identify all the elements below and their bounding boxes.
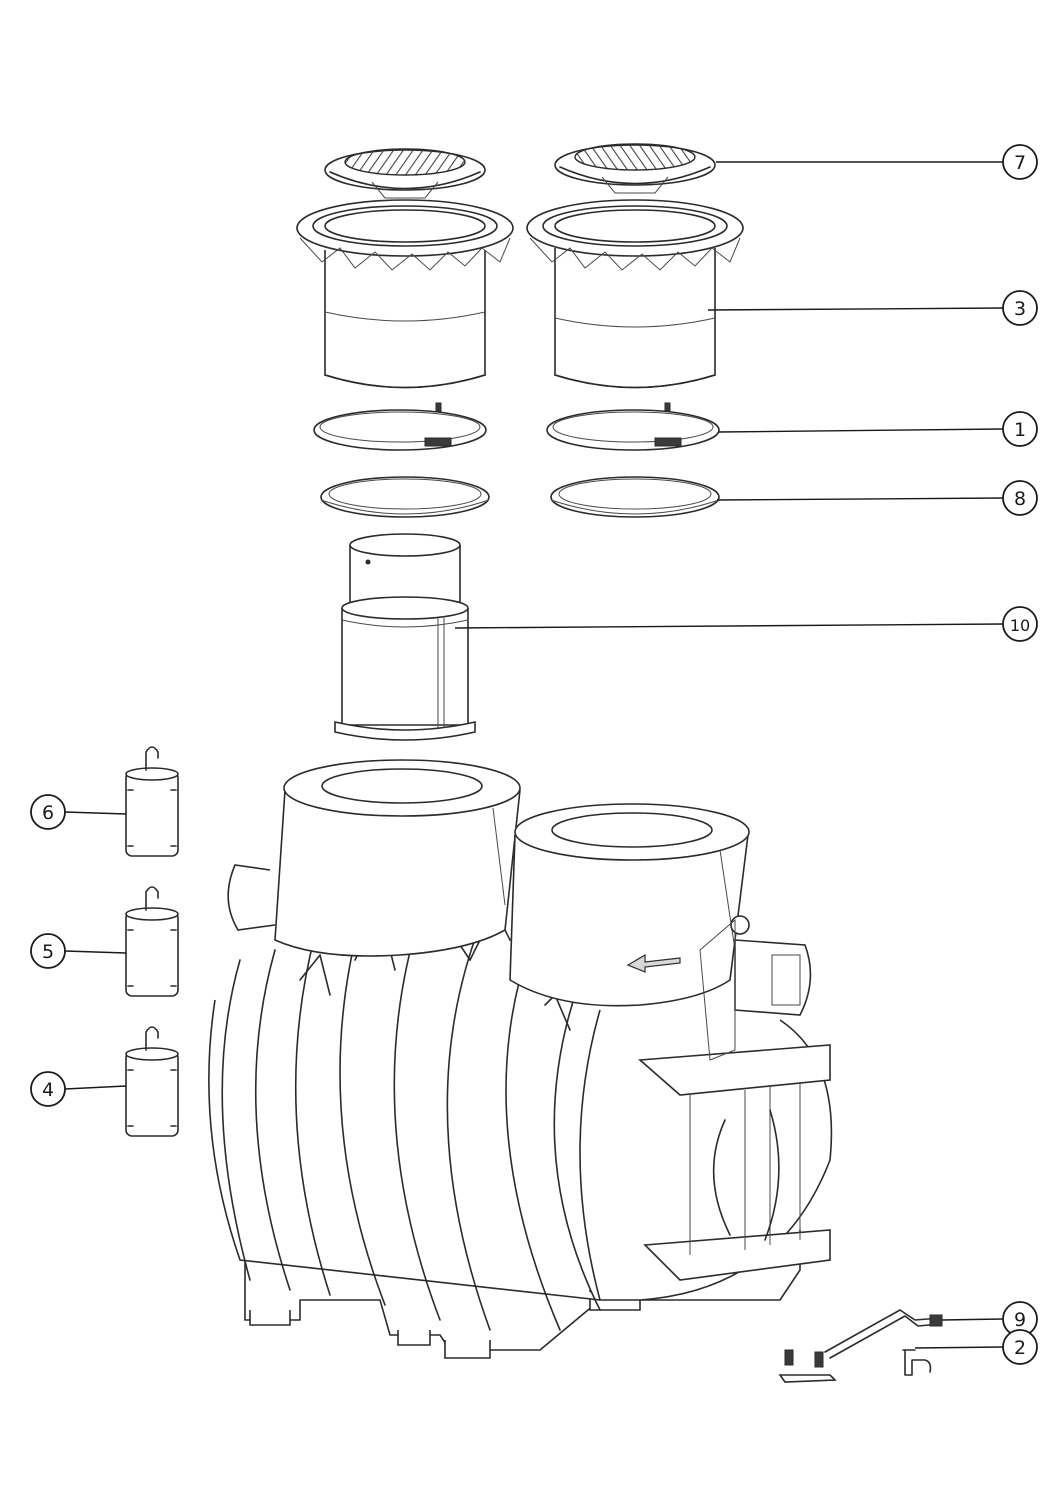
seal-ring-left [320, 476, 490, 518]
callout-4-label: 4 [42, 1079, 54, 1101]
clamping-ring-right [546, 402, 720, 451]
callout-8: 8 [716, 480, 1038, 516]
callout-9: 9 [941, 1301, 1038, 1337]
drain-tap [902, 1349, 932, 1376]
callout-2: 2 [914, 1329, 1038, 1365]
tank-body [208, 759, 833, 1359]
callout-3: 3 [707, 290, 1038, 326]
telescopic-shaft-right [526, 199, 744, 389]
callout-7-label: 7 [1014, 152, 1026, 174]
grate-cover-right [554, 143, 716, 194]
callout-9-label: 9 [1014, 1309, 1026, 1331]
callout-5-label: 5 [42, 941, 54, 963]
extension-pipe [334, 533, 476, 741]
clamping-ring-left [313, 402, 487, 451]
callout-6: 6 [30, 794, 127, 830]
seal-ring-right [550, 476, 720, 518]
callout-1-label: 1 [1014, 419, 1026, 441]
callout-4: 4 [30, 1071, 127, 1107]
callout-10-label: 10 [1010, 616, 1030, 635]
grate-cover-left [324, 148, 486, 199]
filter-cartridge-5 [125, 886, 179, 997]
filter-cartridge-4 [125, 1026, 179, 1137]
filter-cartridge-6 [125, 746, 179, 857]
telescopic-shaft-left [296, 199, 514, 389]
callout-1: 1 [717, 411, 1038, 447]
callout-10: 10 [454, 606, 1038, 642]
callout-5: 5 [30, 933, 127, 969]
callout-3-label: 3 [1014, 298, 1026, 320]
callout-8-label: 8 [1014, 488, 1026, 510]
callout-7: 7 [716, 144, 1038, 180]
suction-hose [778, 1309, 943, 1383]
callout-2-label: 2 [1014, 1337, 1026, 1359]
callout-6-label: 6 [42, 802, 54, 824]
